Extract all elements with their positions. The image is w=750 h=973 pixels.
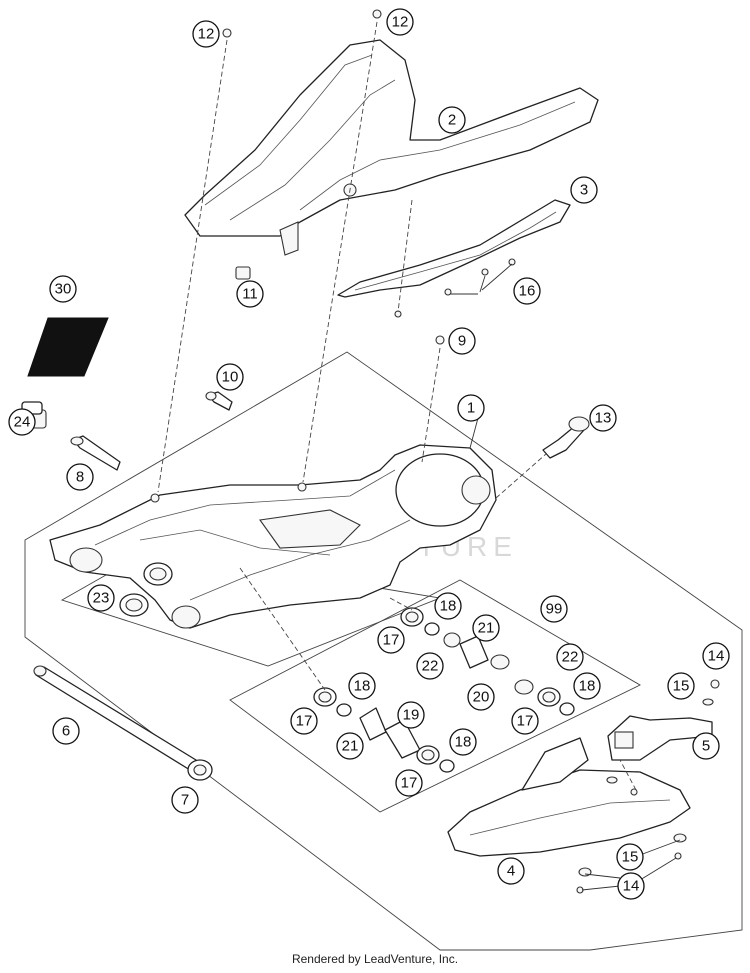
svg-text:17: 17 — [296, 713, 313, 730]
callout-16[interactable]: 16 — [513, 277, 541, 305]
svg-text:12: 12 — [198, 26, 215, 43]
svg-text:10: 10 — [222, 369, 239, 386]
part-axle — [33, 665, 197, 771]
callout-18c[interactable]: 18 — [573, 672, 601, 700]
callout-19[interactable]: 19 — [397, 701, 425, 729]
svg-text:15: 15 — [673, 678, 690, 695]
svg-text:13: 13 — [595, 410, 612, 427]
svg-text:14: 14 — [623, 878, 640, 895]
svg-text:18: 18 — [440, 598, 457, 615]
svg-text:19: 19 — [403, 707, 420, 724]
part-pivot-bolt — [542, 416, 590, 459]
callout-20[interactable]: 20 — [467, 683, 495, 711]
svg-text:16: 16 — [519, 283, 536, 300]
svg-text:1: 1 — [467, 400, 475, 417]
part-bracket — [607, 715, 713, 761]
svg-text:17: 17 — [517, 713, 534, 730]
callout-2[interactable]: 2 — [438, 106, 466, 134]
callout-13[interactable]: 13 — [589, 404, 617, 432]
callout-21a[interactable]: 21 — [472, 614, 500, 642]
svg-text:7: 7 — [181, 792, 189, 809]
leader-lines — [157, 21, 681, 891]
svg-text:9: 9 — [458, 333, 466, 350]
callout-11[interactable]: 11 — [236, 280, 264, 308]
callout-9[interactable]: 9 — [448, 327, 476, 355]
part-fasteners-14-15 — [576, 679, 720, 894]
svg-text:21: 21 — [478, 620, 495, 637]
part-chain-slider — [337, 199, 571, 298]
part-pad — [27, 317, 109, 377]
svg-text:17: 17 — [401, 775, 418, 792]
svg-text:22: 22 — [562, 649, 579, 666]
callout-15b[interactable]: 15 — [616, 843, 644, 871]
svg-text:30: 30 — [55, 281, 72, 298]
callout-17a[interactable]: 17 — [377, 626, 405, 654]
callout-99[interactable]: 99 — [540, 595, 568, 623]
callout-10[interactable]: 10 — [216, 363, 244, 391]
svg-text:12: 12 — [392, 14, 409, 31]
svg-text:4: 4 — [507, 863, 515, 880]
part-bearing-kit — [313, 607, 575, 773]
svg-text:24: 24 — [14, 414, 31, 431]
part-small-screws — [222, 9, 516, 345]
callout-18d[interactable]: 18 — [449, 728, 477, 756]
svg-text:8: 8 — [76, 469, 84, 486]
part-axle-nut — [187, 759, 213, 781]
svg-text:5: 5 — [702, 738, 710, 755]
callout-15a[interactable]: 15 — [667, 672, 695, 700]
part-bushings-23 — [119, 562, 173, 617]
callout-5[interactable]: 5 — [692, 732, 720, 760]
svg-text:3: 3 — [580, 182, 588, 199]
callout-14b[interactable]: 14 — [617, 872, 645, 900]
svg-text:22: 22 — [422, 658, 439, 675]
callout-1[interactable]: 1 — [457, 394, 485, 422]
bearing-kit-frame — [229, 579, 641, 813]
part-lower-chain-guide — [447, 737, 691, 857]
callout-21b[interactable]: 21 — [336, 732, 364, 760]
callout-3[interactable]: 3 — [570, 176, 598, 204]
callout-24[interactable]: 24 — [8, 408, 36, 436]
main-assembly-frame — [24, 351, 743, 951]
callout-7[interactable]: 7 — [171, 786, 199, 814]
svg-text:15: 15 — [622, 849, 639, 866]
svg-text:18: 18 — [455, 734, 472, 751]
callout-6[interactable]: 6 — [52, 717, 80, 745]
svg-text:6: 6 — [62, 723, 70, 740]
svg-text:20: 20 — [473, 689, 490, 706]
callout-14a[interactable]: 14 — [702, 642, 730, 670]
svg-text:21: 21 — [342, 738, 359, 755]
svg-text:11: 11 — [242, 286, 258, 303]
callout-17d[interactable]: 17 — [395, 769, 423, 797]
svg-text:14: 14 — [708, 648, 725, 665]
svg-text:23: 23 — [93, 590, 110, 607]
part-bolt-8 — [70, 435, 121, 471]
part-screw-10 — [205, 391, 233, 411]
callout-12a[interactable]: 12 — [192, 20, 220, 48]
callout-23[interactable]: 23 — [87, 584, 115, 612]
callout-18b[interactable]: 18 — [348, 672, 376, 700]
part-swingarm — [49, 444, 497, 629]
callout-12b[interactable]: 12 — [386, 8, 414, 36]
callout-17c[interactable]: 17 — [511, 707, 539, 735]
callout-30[interactable]: 30 — [49, 275, 77, 303]
callout-4[interactable]: 4 — [497, 857, 525, 885]
callout-22b[interactable]: 22 — [556, 643, 584, 671]
callout-17b[interactable]: 17 — [290, 707, 318, 735]
part-spacer-11 — [235, 266, 251, 280]
svg-text:99: 99 — [546, 601, 563, 618]
callout-22a[interactable]: 22 — [416, 652, 444, 680]
footer-credit: Rendered by LeadVenture, Inc. — [291, 952, 459, 966]
callout-18a[interactable]: 18 — [434, 592, 462, 620]
callout-8[interactable]: 8 — [66, 463, 94, 491]
svg-text:18: 18 — [579, 678, 596, 695]
svg-text:2: 2 — [448, 112, 456, 129]
svg-text:18: 18 — [354, 678, 371, 695]
svg-text:17: 17 — [383, 632, 400, 649]
